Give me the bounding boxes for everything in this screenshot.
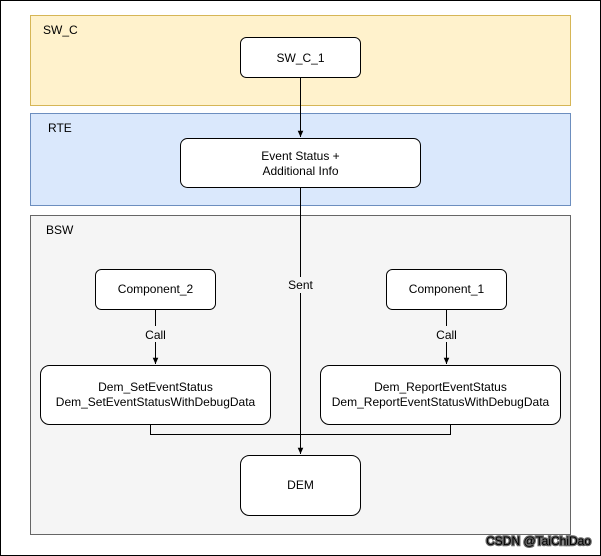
layer-swc-label: SW_C xyxy=(43,23,78,37)
node-sw-c-1-box[interactable] xyxy=(240,37,361,78)
node-sw-c-1[interactable]: SW_C_1 xyxy=(240,37,361,78)
node-component-1-box[interactable] xyxy=(386,269,507,310)
node-component-1-label: Component_1 xyxy=(409,282,485,296)
node-dem[interactable]: DEM xyxy=(240,455,361,516)
node-event-status[interactable]: Event Status + Additional Info xyxy=(180,138,421,188)
node-component-2-box[interactable] xyxy=(95,269,216,310)
node-component-2-label: Component_2 xyxy=(118,282,194,296)
node-dem-label: DEM xyxy=(287,478,314,492)
node-dem-set-line1: Dem_SetEventStatus xyxy=(98,380,213,394)
node-component-1[interactable]: Component_1 xyxy=(386,269,507,310)
node-dem-report-box[interactable] xyxy=(320,365,561,425)
edge-dem-functions-join xyxy=(150,425,451,435)
node-component-2[interactable]: Component_2 xyxy=(95,269,216,310)
layer-rte-label: RTE xyxy=(48,121,72,135)
node-dem-report-line1: Dem_ReportEventStatus xyxy=(374,380,507,394)
node-dem-set-box[interactable] xyxy=(40,365,271,425)
edges xyxy=(150,77,451,454)
node-event-status-line2: Additional Info xyxy=(262,164,338,178)
node-dem-set-event-status[interactable]: Dem_SetEventStatus Dem_SetEventStatusWit… xyxy=(40,365,271,425)
node-event-status-box[interactable] xyxy=(180,138,421,188)
layer-bsw-label: BSW xyxy=(46,223,74,237)
node-dem-report-line2: Dem_ReportEventStatusWithDebugData xyxy=(332,395,550,409)
edge-label-sent: Sent xyxy=(288,278,313,292)
watermark: CSDN @TaiChiDao xyxy=(486,534,591,548)
node-sw-c-1-label: SW_C_1 xyxy=(276,51,324,65)
node-dem-set-line2: Dem_SetEventStatusWithDebugData xyxy=(56,395,256,409)
edge-label-call-right: Call xyxy=(436,328,457,342)
node-event-status-line1: Event Status + xyxy=(261,149,339,163)
edge-label-call-left: Call xyxy=(145,328,166,342)
node-dem-report-event-status[interactable]: Dem_ReportEventStatus Dem_ReportEventSta… xyxy=(320,365,561,425)
node-dem-box[interactable] xyxy=(240,455,361,516)
